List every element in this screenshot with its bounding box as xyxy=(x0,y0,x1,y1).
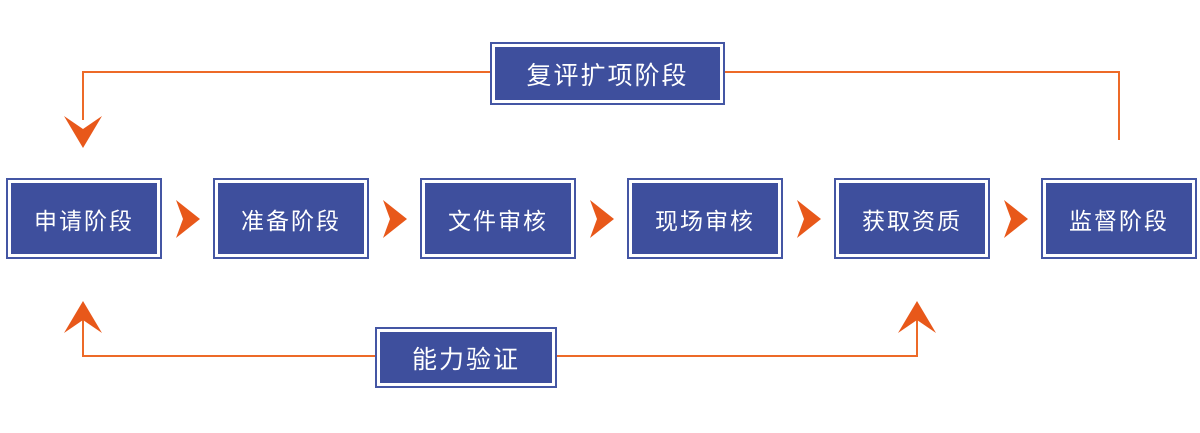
arrow-up-left-icon xyxy=(64,301,102,333)
flow-arrow-right-icon xyxy=(383,200,407,238)
feedback-bottom-label: 能力验证 xyxy=(380,332,552,383)
stage-box-application: 申请阶段 xyxy=(6,178,162,259)
arrow-up-right-icon xyxy=(898,301,936,333)
stage-label: 申请阶段 xyxy=(11,183,157,254)
feedback-box-reassessment: 复评扩项阶段 xyxy=(490,42,725,105)
feedback-top-label: 复评扩项阶段 xyxy=(495,47,720,100)
flow-arrow-right-icon xyxy=(590,200,614,238)
stage-label: 文件审核 xyxy=(425,183,571,254)
stage-box-obtain-qualification: 获取资质 xyxy=(834,178,990,259)
flow-arrow-right-icon xyxy=(1004,200,1028,238)
flow-arrow-right-icon xyxy=(797,200,821,238)
arrow-down-icon xyxy=(64,116,102,148)
stage-label: 监督阶段 xyxy=(1046,183,1192,254)
stage-label: 准备阶段 xyxy=(218,183,364,254)
stage-box-onsite-review: 现场审核 xyxy=(627,178,783,259)
stage-label: 现场审核 xyxy=(632,183,778,254)
stage-box-supervision: 监督阶段 xyxy=(1041,178,1197,259)
feedback-box-proficiency-testing: 能力验证 xyxy=(375,327,557,388)
flow-arrow-right-icon xyxy=(176,200,200,238)
stage-label: 获取资质 xyxy=(839,183,985,254)
stage-box-preparation: 准备阶段 xyxy=(213,178,369,259)
stage-box-document-review: 文件审核 xyxy=(420,178,576,259)
